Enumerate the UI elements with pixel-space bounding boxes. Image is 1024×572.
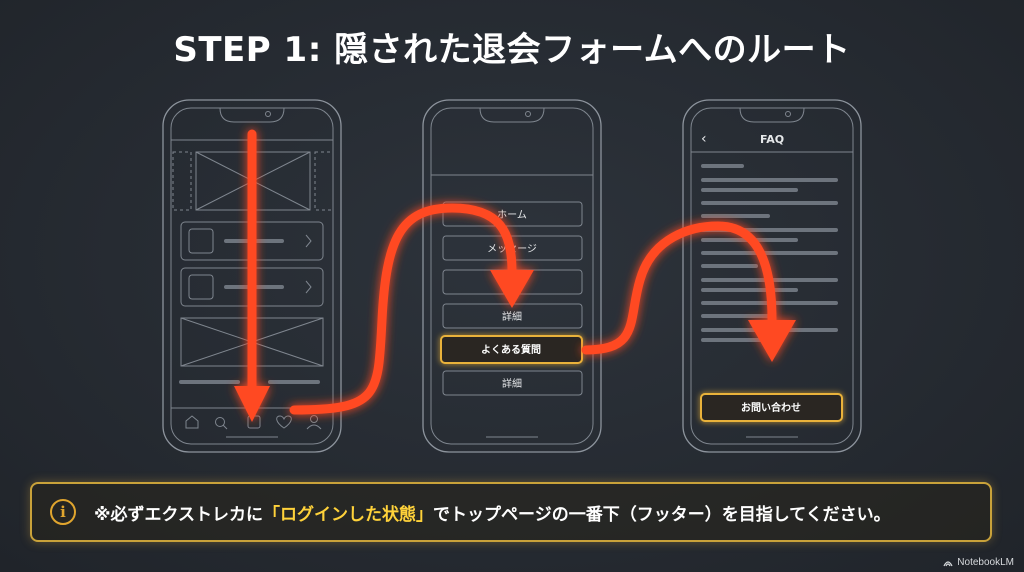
camera-icon: [265, 111, 271, 117]
info-icon: i: [50, 499, 76, 525]
menu-item-details-2[interactable]: 詳細: [442, 370, 583, 396]
svg-text:詳細: 詳細: [502, 310, 522, 323]
search-icon: [215, 417, 228, 430]
instruction-suffix: でトップページの一番下（フッター）を目指してください。: [433, 504, 891, 525]
instruction-text: ※必ずエクストレカに「ログインした状態」でトップページの一番下（フッター）を目指…: [94, 500, 891, 525]
notebooklm-logo-icon: [943, 560, 953, 566]
svg-text:詳細: 詳細: [502, 377, 522, 390]
user-icon: [306, 415, 322, 430]
chevron-right-icon: [305, 280, 312, 294]
arrow-to-menu: [289, 203, 534, 415]
svg-text:よくある質問: よくある質問: [481, 343, 541, 356]
menu-item-details[interactable]: 詳細: [442, 303, 583, 329]
camera-icon: [785, 111, 791, 117]
flow-arrows: [234, 129, 796, 422]
svg-text:ホーム: ホーム: [497, 209, 527, 221]
brand-watermark: NotebookLM: [943, 557, 1014, 568]
contact-button[interactable]: お問い合わせ: [700, 393, 843, 422]
camera-icon: [525, 111, 531, 117]
heart-icon: [276, 415, 292, 429]
menu-item-faq[interactable]: よくある質問: [440, 335, 583, 364]
instruction-highlight: 「ログインした状態」: [263, 504, 434, 525]
instruction-prefix: ※必ずエクストレカに: [94, 504, 264, 525]
arrow-scroll-down: [234, 129, 270, 422]
menu-item-home[interactable]: ホーム: [442, 201, 583, 227]
arrow-to-contact: [581, 221, 796, 362]
phone-menu-screen: ホーム メッセージ 詳細 よくある質問 詳細: [422, 99, 602, 453]
brand-name: NotebookLM: [957, 557, 1014, 568]
home-icon: [185, 415, 199, 429]
svg-text:お問い合わせ: お問い合わせ: [741, 401, 801, 414]
instruction-note: i ※必ずエクストレカに「ログインした状態」でトップページの一番下（フッター）を…: [30, 482, 992, 542]
back-chevron-icon[interactable]: ‹: [701, 131, 707, 147]
page-title: STEP 1: 隠された退会フォームへのルート: [173, 30, 851, 70]
chevron-right-icon: [305, 234, 312, 248]
faq-header: FAQ: [760, 133, 784, 146]
